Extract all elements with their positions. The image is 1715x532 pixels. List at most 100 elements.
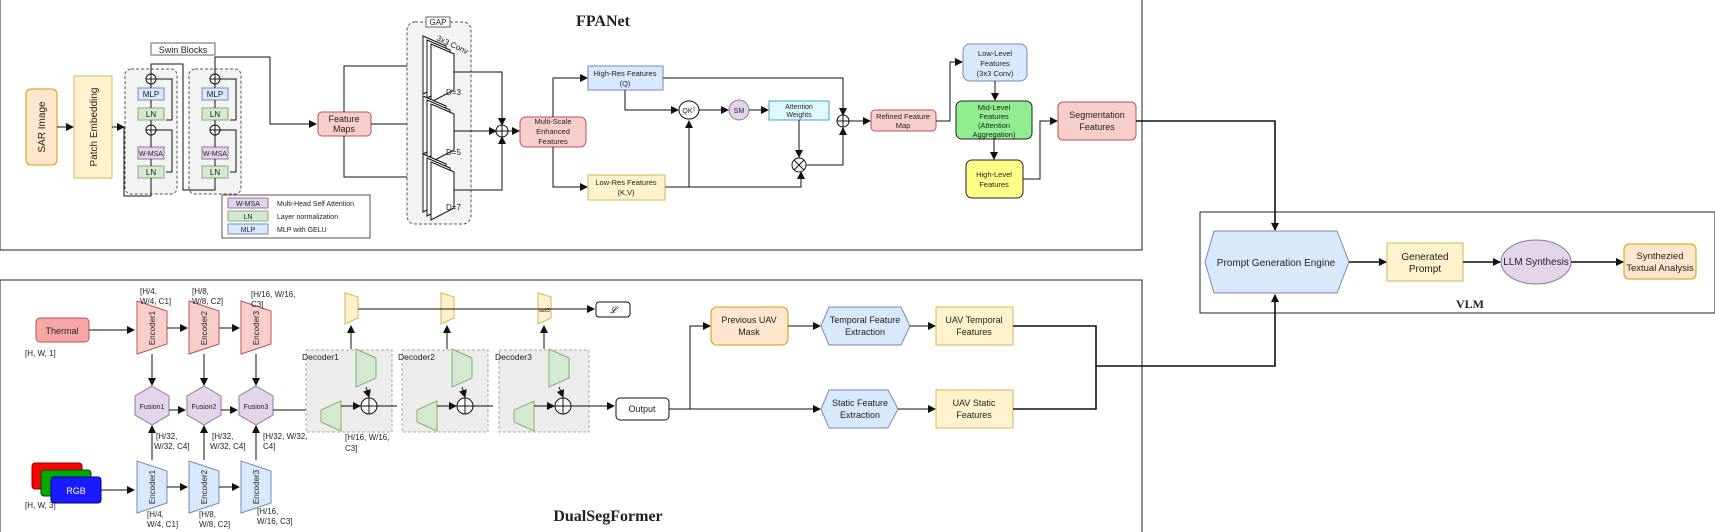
mul-to-sum-arrow [806, 127, 847, 166]
high-res-label-2: (Q) [620, 79, 631, 88]
lowres-to-qkt-arrow [665, 120, 693, 188]
fusion-1-label: Fusion1 [140, 404, 165, 411]
swin-input-line [123, 127, 152, 197]
fpanet-title: FPANet [576, 13, 631, 30]
temporal-extraction-label-1: Temporal Feature [830, 315, 901, 325]
decoder-2-add-plus [457, 398, 473, 414]
decoder-2-skip-arrow [459, 386, 467, 398]
swin2-ln-top-label: LN [210, 110, 220, 119]
ms-to-highres-arrow [552, 74, 588, 117]
legend-wmsa-tag: W-MSA [236, 201, 260, 208]
output-label: Output [628, 404, 656, 414]
multi-scale-label-3: Features [538, 137, 568, 146]
fusion-sum-plus [496, 125, 508, 137]
aux-head-1 [344, 292, 359, 325]
d3-to-sum-arrow [454, 71, 506, 126]
thermal-encoder-2 [188, 300, 220, 355]
uav-temporal-label-2: Features [956, 327, 992, 337]
fm-to-d7-arrow [343, 136, 424, 181]
decoder-1 [305, 348, 393, 433]
mid-dims-2-b: W/32, C4] [210, 442, 246, 451]
vlm-title: VLM [1456, 297, 1484, 311]
attention-weights-label-1: Attention [785, 104, 813, 111]
mid-level-label-1: Mid-Level [978, 103, 1011, 112]
low-res-label-1: Low-Res Features [595, 178, 657, 187]
mid-level-label-3: (Attention [978, 121, 1010, 130]
low-level-label-1: Low-Level [978, 49, 1013, 58]
segmentation-label-2: Features [1079, 122, 1115, 132]
uav-static-label-1: UAV Static [953, 398, 996, 408]
gap-tag [425, 16, 451, 28]
decoder-2 [401, 348, 489, 433]
swin-chain-line [150, 63, 216, 191]
swin2-add-mid-plus [210, 125, 220, 135]
rgb-encoder-3 [240, 460, 272, 514]
swin-blocks-label: Swin Blocks [159, 45, 208, 55]
bot-dims-3-b: W/16, C3] [257, 517, 293, 526]
decoder-3-label: Decoder3 [495, 352, 532, 362]
prompt-engine-hexagon [1204, 230, 1350, 294]
decoder-3-add-plus [555, 398, 571, 414]
legend-wmsa-swatch [227, 197, 269, 209]
mid-level-label-2: Features [979, 112, 1009, 121]
multi-scale-label-2: Enhanced [536, 127, 570, 136]
thermal-label: Thermal [45, 326, 78, 336]
swin1-ln-bot-label: LN [146, 168, 156, 177]
top-dims-1-a: [H/4, [140, 287, 157, 296]
highres-to-qkt-arrow [624, 90, 679, 114]
rgb-encoder-1-label: Encoder1 [148, 469, 157, 504]
rgb-dims: [H, W, 3] [25, 501, 56, 510]
generated-prompt-label-1: Generated [1401, 252, 1448, 263]
decoder-1-label: Decoder1 [302, 352, 339, 362]
top-dims-3-a: [H/16, W/16, [251, 290, 295, 299]
loss-box [595, 301, 631, 318]
static-extraction-label-2: Extraction [840, 410, 880, 420]
swin-to-featuremaps-arrow [214, 56, 317, 128]
swin2-ln-bot-label: LN [210, 168, 220, 177]
refined-label-1: Refined Feature [876, 112, 930, 121]
bot-dims-1-b: W/4, C1] [147, 520, 178, 529]
static-extraction-label-1: Static Feature [832, 398, 888, 408]
legend-mlp-tag: MLP [241, 227, 256, 234]
thermal-encoder-1-label: Encoder1 [148, 310, 157, 345]
uav-static-merge-line [1013, 366, 1097, 410]
decoder-3-skip-arrow [556, 386, 565, 398]
d5-label: D=5 [446, 148, 461, 157]
mid-level-label-4: Aggregation) [973, 130, 1016, 139]
swin1-mlp-label: MLP [143, 90, 159, 99]
low-res-box [587, 174, 666, 201]
refined-to-lowlevel-arrow [936, 58, 963, 122]
refined-label-2: Map [896, 121, 911, 130]
swin2-skip [220, 78, 237, 173]
legend-wmsa-text: Multi-Head Self Attention [277, 201, 354, 208]
llm-synthesis-label: LLM Synthesis [1503, 257, 1569, 268]
uav-temporal-box [935, 306, 1014, 346]
uav-static-label-2: Features [956, 410, 992, 420]
uav-temporal-label-1: UAV Temporal [945, 315, 1002, 325]
fm-to-d3-arrow [343, 62, 424, 112]
d7-to-sum-arrow [454, 136, 506, 191]
rgb-encoder-3-label: Encoder3 [252, 469, 261, 504]
dilated-conv-d3 [422, 35, 455, 103]
sm-label: SM [734, 108, 745, 115]
rgb-encoder-2-label: Encoder2 [200, 469, 209, 504]
thermal-encoder-3 [240, 300, 272, 355]
multi-scale-label-1: Multi-Scale [534, 117, 571, 126]
fusion-3-label: Fusion3 [244, 404, 269, 411]
swin2-wmsa-label: W-MSA [203, 151, 227, 158]
mid-dims-3-a: [H/32, W/32, [263, 432, 307, 441]
d3-label: D=3 [446, 88, 461, 97]
rgb-encoder-2 [188, 460, 220, 514]
high-res-box [587, 65, 664, 91]
d7-label: D=7 [446, 203, 461, 212]
legend-mlp-text: MLP with GELU [277, 227, 327, 234]
rgb-label: RGB [66, 486, 86, 496]
qkt-label: QKᵀ [682, 108, 695, 115]
multiply-node-x [793, 159, 805, 171]
high-level-label-1: High-Level [976, 170, 1012, 179]
temporal-extraction-label-2: Extraction [845, 327, 885, 337]
dilated-conv-d5 [422, 95, 455, 163]
uav-static-box [935, 389, 1014, 429]
rgb-encoder-1 [136, 460, 168, 514]
patch-embedding-label: Patch Embedding [89, 88, 100, 167]
